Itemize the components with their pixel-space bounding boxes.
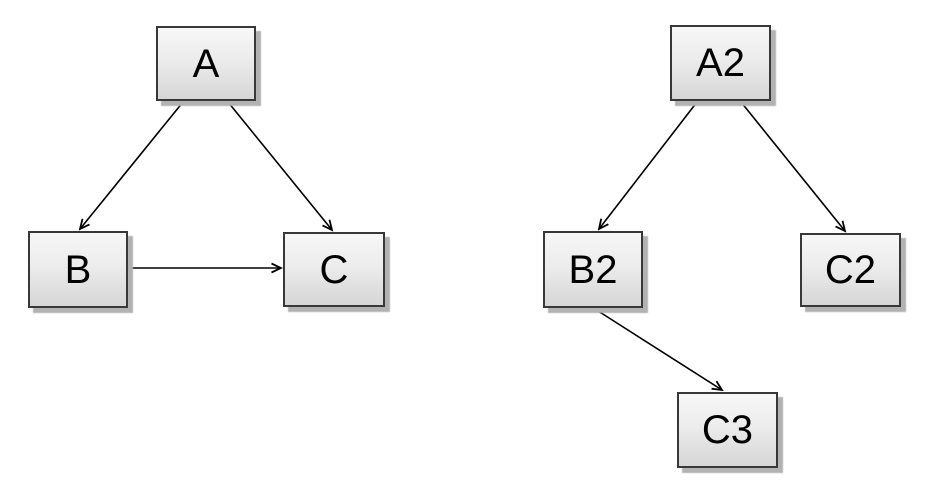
edge-A-C: [227, 101, 332, 230]
node-label-A2: A2: [696, 41, 745, 85]
edges-group: [80, 101, 845, 390]
node-A2[interactable]: A2: [670, 25, 771, 101]
node-label-B: B: [64, 247, 92, 292]
node-label-B2: B2: [568, 247, 618, 292]
node-label-C3: C3: [701, 408, 754, 452]
node-C[interactable]: C: [283, 232, 385, 307]
node-B[interactable]: B: [28, 231, 128, 308]
edge-A-B: [80, 101, 184, 229]
node-label-A: A: [192, 41, 220, 86]
node-A[interactable]: A: [156, 26, 256, 101]
edge-B2-C3: [594, 308, 722, 390]
node-label-C: C: [319, 247, 349, 292]
edge-A2-B2: [599, 101, 698, 229]
node-C3[interactable]: C3: [677, 392, 778, 468]
edge-A2-C2: [740, 101, 845, 231]
node-C2[interactable]: C2: [800, 233, 901, 307]
node-label-C2: C2: [824, 248, 877, 292]
node-B2[interactable]: B2: [543, 231, 643, 308]
